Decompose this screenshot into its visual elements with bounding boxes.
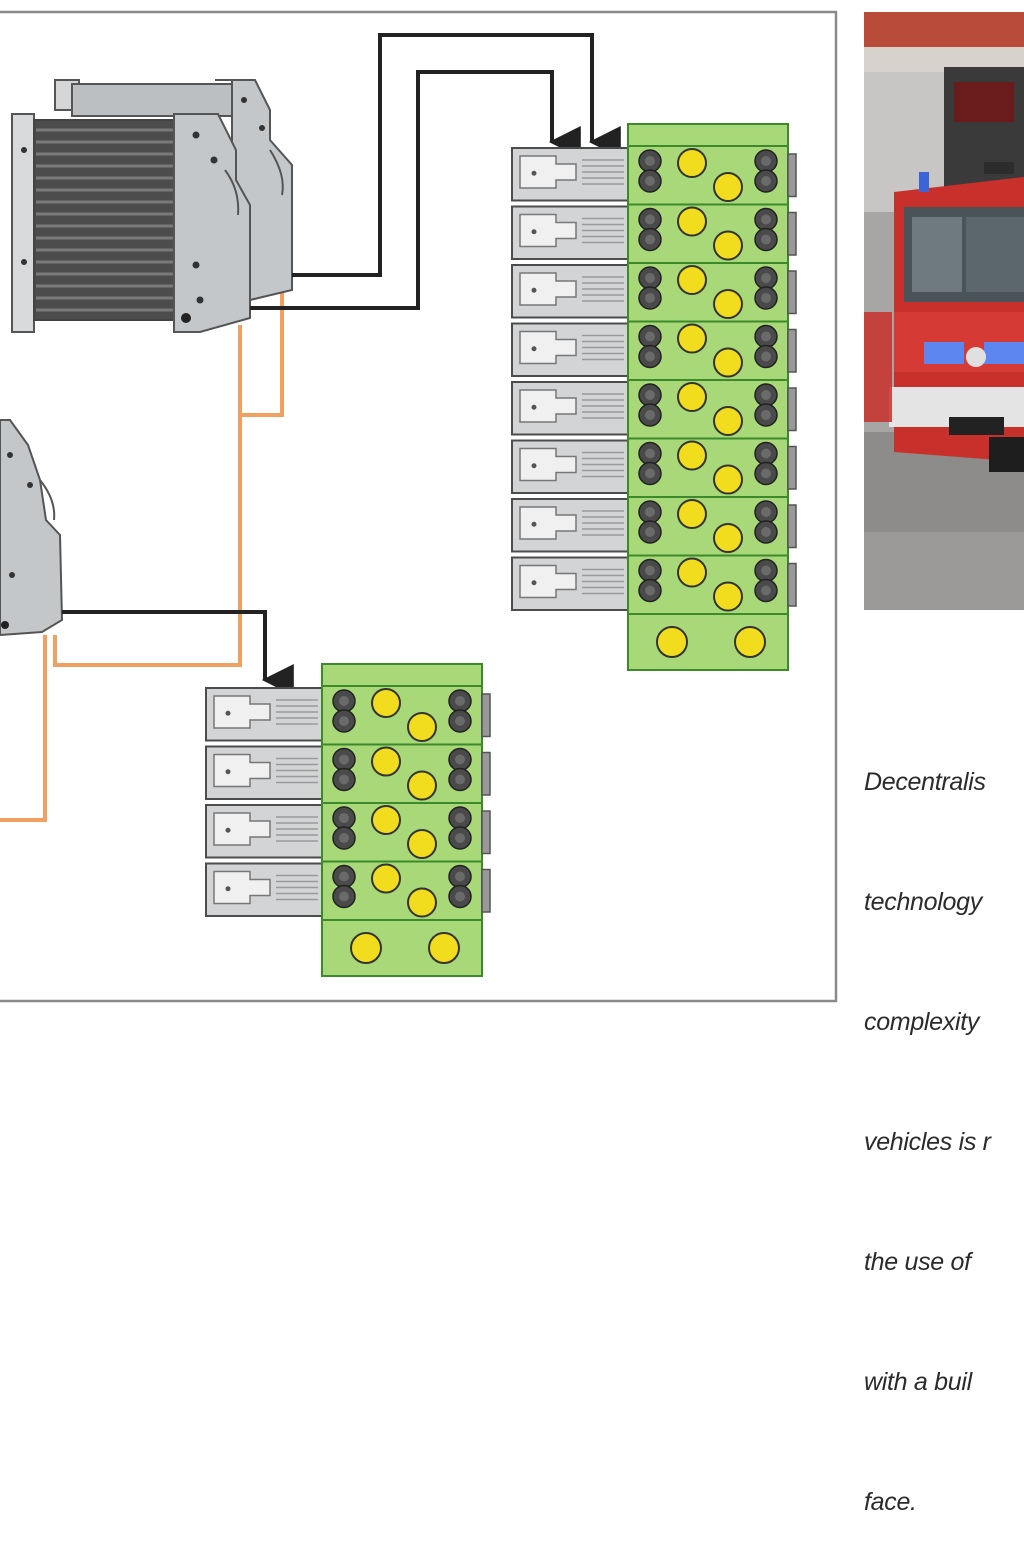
led-indicator [713, 172, 743, 202]
led-indicator [713, 581, 743, 612]
led-indicator [407, 829, 437, 859]
caption-line: vehicles is r [864, 1128, 991, 1156]
io-channel-module [627, 320, 797, 381]
led-indicator [713, 230, 743, 261]
plug-connector [205, 862, 323, 917]
led-indicator [371, 863, 401, 894]
io-channel-module [627, 554, 797, 615]
plug-connector [205, 745, 323, 800]
wiring-diagram [0, 10, 838, 1003]
power-module [321, 919, 483, 977]
led-indicator [407, 887, 437, 918]
io-channel-module [627, 203, 797, 264]
led-indicator [371, 805, 401, 835]
caption-line: the use of [864, 1248, 971, 1276]
led-indicator [407, 712, 437, 742]
caption-line: face. [864, 1488, 917, 1516]
led-indicator [407, 770, 437, 801]
caption-line: technology [864, 888, 982, 916]
led-indicator [371, 688, 401, 718]
plug-connector [511, 322, 629, 377]
plug-connector [205, 804, 323, 859]
plug-connector [511, 556, 629, 611]
led-indicator [677, 382, 707, 412]
led-indicator [677, 440, 707, 471]
led-indicator [713, 347, 743, 378]
io-channel-module [321, 860, 491, 921]
plug-connector [511, 147, 629, 202]
terminal-block-small [205, 663, 491, 977]
led-indicator [677, 206, 707, 237]
io-channel-module [321, 685, 491, 746]
plug-connector [511, 264, 629, 319]
plug-connector [205, 687, 323, 742]
io-module-lower [0, 419, 64, 637]
io-channel-module [627, 496, 797, 557]
terminal-block-large [511, 123, 797, 671]
signal-wiring [62, 33, 621, 696]
caption: Decentralis technology complexity vehicl… [864, 682, 1024, 1562]
led-indicator [713, 289, 743, 319]
io-module-front [11, 113, 284, 333]
led-indicator [677, 265, 707, 295]
caption-line: complexity [864, 1008, 980, 1036]
orange-wiring [0, 288, 284, 822]
led-indicator [677, 557, 707, 588]
power-module [627, 613, 789, 671]
led-indicator [371, 746, 401, 777]
io-channel-module [627, 379, 797, 440]
io-channel-module [321, 802, 491, 863]
io-channel-module [627, 262, 797, 323]
plug-connector [511, 381, 629, 436]
led-indicator [350, 932, 382, 964]
led-indicator [428, 932, 460, 964]
led-indicator [734, 626, 766, 658]
plug-connector [511, 205, 629, 260]
led-indicator [677, 499, 707, 529]
led-indicator [713, 523, 743, 553]
io-channel-module [627, 145, 797, 206]
led-indicator [656, 626, 688, 658]
io-channel-module [627, 437, 797, 498]
diagram-frame [0, 10, 838, 1003]
led-indicator [713, 406, 743, 436]
fire-truck-photo [864, 12, 1024, 610]
plug-connector [511, 498, 629, 553]
plug-connector [511, 439, 629, 494]
led-indicator [677, 148, 707, 178]
caption-line: Decentralis [864, 768, 986, 796]
caption-line: with a buil [864, 1368, 972, 1396]
led-indicator [677, 323, 707, 354]
led-indicator [713, 464, 743, 495]
io-channel-module [321, 743, 491, 804]
